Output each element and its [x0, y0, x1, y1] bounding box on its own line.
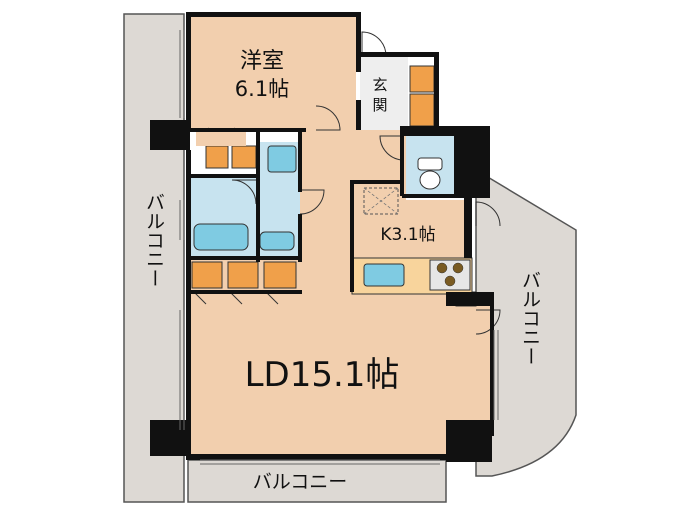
bathtub-1 [193, 223, 249, 251]
balcony-right-label: バルコニー [519, 271, 541, 366]
western-room-size: 6.1帖 [235, 77, 289, 101]
entrance-label-2: 関 [372, 96, 387, 114]
washbasin [267, 145, 297, 173]
kitchen-label: K3.1帖 [380, 225, 435, 245]
ld-floor [190, 300, 490, 458]
entrance-label-1: 玄 [372, 76, 387, 94]
ld-label: LD15.1帖 [245, 355, 400, 395]
shoe-closet-2 [409, 93, 435, 127]
balcony-right [475, 168, 577, 477]
walls [150, 12, 494, 462]
windows [179, 30, 499, 465]
wet-areas [190, 136, 456, 256]
kitchen-sink [363, 263, 405, 287]
bathtub-2 [259, 231, 295, 251]
burner-icon [444, 275, 456, 287]
closet-e [263, 261, 297, 289]
burner-icon [452, 262, 464, 274]
ld-floor-upper [300, 200, 356, 300]
western-room-name: 洋室 [240, 49, 284, 74]
balcony-left-label: バルコニー [143, 193, 165, 288]
shoe-closet-1 [409, 65, 435, 93]
burner-icon [436, 262, 448, 274]
balcony-bottom [187, 459, 447, 503]
floor-areas [190, 14, 490, 458]
closet-b [231, 145, 257, 169]
toilet-icon [417, 157, 443, 190]
entrance-floor [360, 56, 408, 130]
western-room-floor [190, 14, 356, 130]
closet-d [227, 261, 259, 289]
balcony-bottom-label: バルコニー [253, 471, 348, 493]
fridge-space [363, 187, 399, 215]
closet-a [205, 145, 229, 169]
kitchen-fixtures [351, 187, 473, 295]
closet-c [191, 261, 223, 289]
